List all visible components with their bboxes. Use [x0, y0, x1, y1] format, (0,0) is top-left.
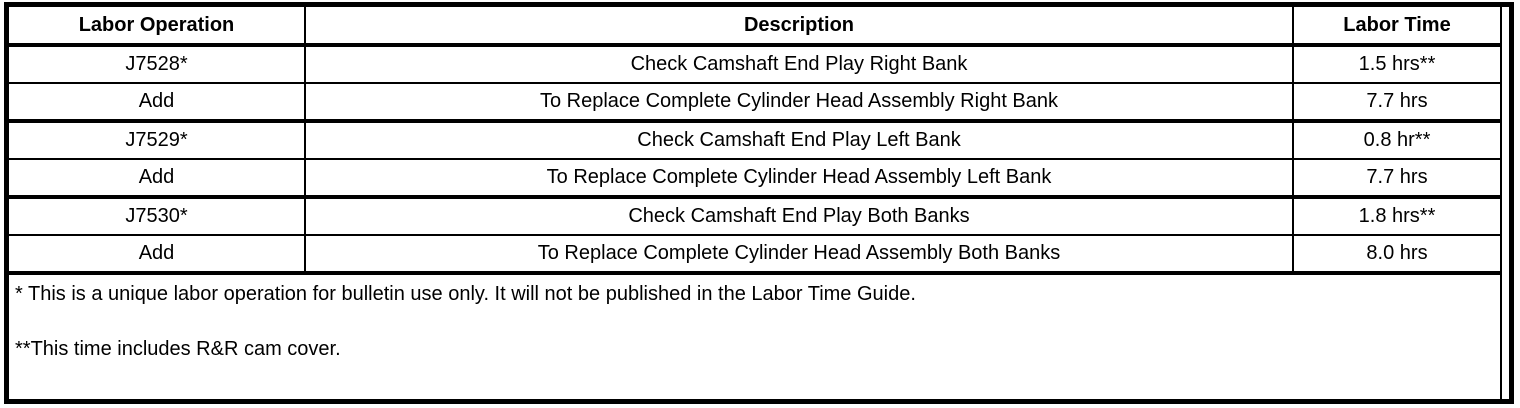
labor-table-body: J7528* Check Camshaft End Play Right Ban… — [9, 45, 1500, 275]
column-header-labor-time: Labor Time — [1292, 7, 1500, 47]
cell-labor-operation: Add — [9, 235, 305, 275]
cell-labor-time: 0.8 hr** — [1292, 121, 1500, 160]
cell-labor-time: 7.7 hrs — [1292, 159, 1500, 199]
footnote-unique-labor-operation: * This is a unique labor operation for b… — [15, 283, 916, 305]
cell-description: To Replace Complete Cylinder Head Assemb… — [304, 83, 1293, 123]
table-row: Add To Replace Complete Cylinder Head As… — [9, 235, 1500, 275]
cell-labor-operation: J7529* — [9, 121, 305, 160]
column-header-description: Description — [304, 7, 1293, 47]
cell-labor-time: 1.5 hrs** — [1292, 45, 1500, 84]
cell-labor-operation: Add — [9, 83, 305, 123]
column-header-labor-operation: Labor Operation — [9, 7, 305, 47]
cell-labor-time: 1.8 hrs** — [1292, 197, 1500, 236]
cell-labor-operation: J7530* — [9, 197, 305, 236]
cell-description: Check Camshaft End Play Left Bank — [304, 121, 1293, 160]
table-row: Add To Replace Complete Cylinder Head As… — [9, 83, 1500, 123]
table-row: J7529* Check Camshaft End Play Left Bank… — [9, 121, 1500, 160]
cell-description: To Replace Complete Cylinder Head Assemb… — [304, 235, 1293, 275]
cell-labor-operation: J7528* — [9, 45, 305, 84]
table-row: J7528* Check Camshaft End Play Right Ban… — [9, 45, 1500, 84]
footnotes-section: * This is a unique labor operation for b… — [9, 275, 1500, 399]
table-row: J7530* Check Camshaft End Play Both Bank… — [9, 197, 1500, 236]
footnote-rr-cam-cover: **This time includes R&R cam cover. — [15, 338, 341, 360]
table-row: Add To Replace Complete Cylinder Head As… — [9, 159, 1500, 199]
labor-time-table: Labor Operation Description Labor Time J… — [9, 7, 1500, 275]
cell-labor-operation: Add — [9, 159, 305, 199]
table-inner-region: Labor Operation Description Labor Time J… — [9, 7, 1502, 399]
header-row: Labor Operation Description Labor Time — [9, 7, 1500, 47]
cell-description: To Replace Complete Cylinder Head Assemb… — [304, 159, 1293, 199]
cell-labor-time: 8.0 hrs — [1292, 235, 1500, 275]
table-header: Labor Operation Description Labor Time — [9, 7, 1500, 47]
cell-description: Check Camshaft End Play Both Banks — [304, 197, 1293, 236]
bulletin-table-frame: Labor Operation Description Labor Time J… — [4, 2, 1514, 404]
cell-labor-time: 7.7 hrs — [1292, 83, 1500, 123]
cell-description: Check Camshaft End Play Right Bank — [304, 45, 1293, 84]
